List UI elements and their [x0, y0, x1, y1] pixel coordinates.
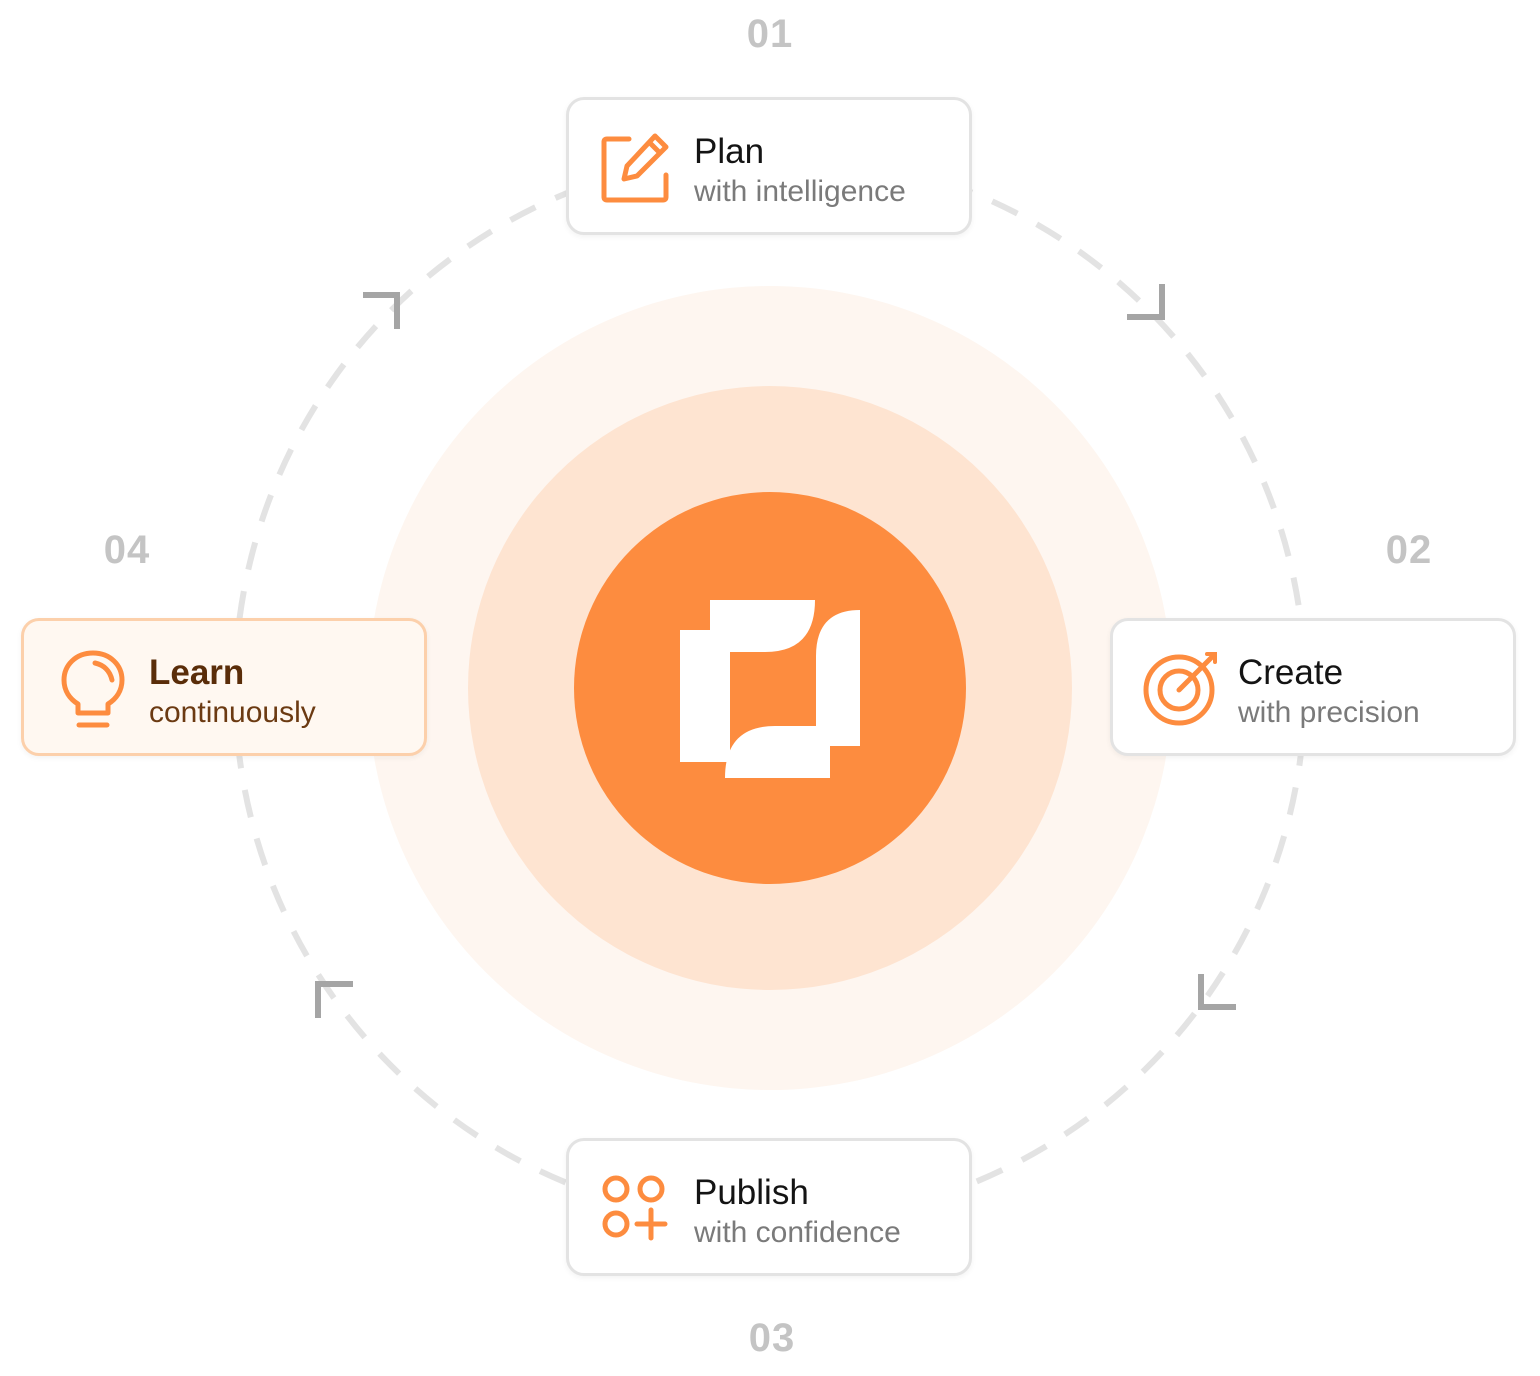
step-number-03: 03: [748, 1316, 796, 1360]
step-card-plan[interactable]: Plan with intelligence: [566, 97, 972, 235]
step-number-01: 01: [746, 12, 794, 56]
arrow-up-left-icon: [315, 981, 353, 1018]
center-disc: [574, 492, 966, 884]
step-title: Create: [1238, 653, 1344, 692]
edit-icon: [601, 133, 669, 203]
step-number-04: 04: [103, 528, 151, 572]
arrow-down-left-icon: [1198, 974, 1236, 1010]
step-subtitle: continuously: [149, 696, 316, 729]
step-card-learn[interactable]: Learn continuously: [21, 618, 427, 756]
step-subtitle: with confidence: [694, 1216, 901, 1249]
arrow-up-right-icon: [363, 292, 400, 329]
step-card-publish[interactable]: Publish with confidence: [566, 1138, 972, 1276]
step-title: Plan: [694, 132, 765, 171]
step-title: Publish: [694, 1173, 809, 1212]
apps-add-icon: [602, 1175, 668, 1241]
target-icon: [1143, 652, 1217, 726]
step-card-create[interactable]: Create with precision: [1110, 618, 1516, 756]
brand-logo-icon: [680, 600, 860, 778]
step-subtitle: with precision: [1238, 696, 1420, 729]
step-subtitle: with intelligence: [694, 175, 906, 208]
lightbulb-icon: [61, 650, 125, 728]
step-number-02: 02: [1385, 528, 1433, 572]
arrow-down-right-icon: [1127, 284, 1165, 320]
step-title: Learn: [149, 653, 245, 692]
